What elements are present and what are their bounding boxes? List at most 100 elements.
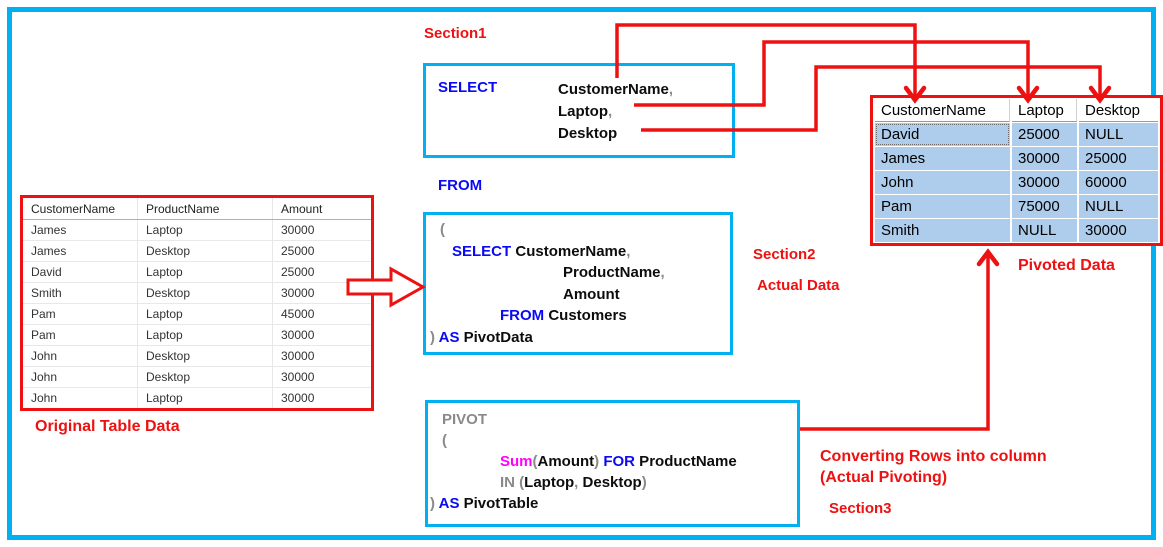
- pivoted-data-label: Pivoted Data: [1018, 257, 1115, 274]
- section1-box: SELECT CustomerName,Laptop,Desktop: [423, 63, 735, 158]
- table-cell: 45000: [272, 303, 373, 325]
- section3-label: Section3: [829, 500, 892, 517]
- table-cell: Laptop: [137, 324, 273, 346]
- code-segment: FROM: [500, 307, 545, 324]
- table-cell: Laptop: [137, 261, 273, 283]
- table-cell: Smith: [21, 282, 138, 304]
- table-cell: 30000: [272, 219, 373, 241]
- code-segment: Amount: [563, 285, 620, 303]
- outer-border: [7, 7, 1156, 540]
- table-cell: 30000: [1079, 219, 1158, 242]
- code-line: SELECT CustomerName,: [426, 241, 730, 263]
- code-segment: Desktop: [582, 474, 642, 491]
- code-segment: AS: [438, 495, 460, 512]
- table-cell: Laptop: [137, 387, 273, 410]
- table-cell: 30000: [272, 345, 373, 367]
- code-line: ) AS PivotTable: [428, 493, 797, 514]
- code-segment: ,: [608, 103, 613, 120]
- code-segment: Laptop: [524, 474, 575, 491]
- actual-data-label: Actual Data: [757, 277, 840, 294]
- column-header: Laptop: [1012, 99, 1077, 122]
- code-line: Sum(Amount) FOR ProductName: [428, 451, 797, 472]
- code-line: FROM Customers: [426, 305, 730, 327]
- table-cell: James: [21, 240, 138, 262]
- code-segment: IN: [500, 474, 520, 491]
- code-segment: (: [442, 432, 447, 449]
- code-line: Laptop,: [558, 101, 673, 123]
- table-cell: John: [875, 171, 1010, 194]
- select-keyword: SELECT: [438, 79, 498, 96]
- actual-pivoting-label: (Actual Pivoting): [820, 469, 948, 486]
- code-segment: Amount: [537, 453, 595, 470]
- code-line: PIVOT: [428, 409, 797, 430]
- table-cell: Pam: [875, 195, 1010, 218]
- code-segment: Sum: [500, 453, 533, 470]
- table-cell: John: [21, 366, 138, 388]
- code-line: Desktop: [558, 123, 673, 145]
- code-line: (: [426, 219, 730, 241]
- table-cell: 30000: [272, 366, 373, 388]
- code-segment: ,: [668, 81, 674, 98]
- code-line: CustomerName,: [558, 79, 673, 101]
- code-segment: ): [641, 474, 647, 491]
- code-line: (: [428, 430, 797, 451]
- table-cell: Desktop: [137, 282, 273, 304]
- table-cell: 30000: [272, 282, 373, 304]
- code-segment: Desktop: [558, 125, 618, 142]
- table-cell: Laptop: [137, 219, 273, 241]
- section1-columns: CustomerName,Laptop,Desktop: [558, 79, 673, 145]
- table-cell: 25000: [272, 261, 373, 283]
- table-cell: 25000: [272, 240, 373, 262]
- code-segment: SELECT: [452, 242, 512, 260]
- table-cell: 25000: [1012, 123, 1077, 146]
- table-cell: Laptop: [137, 303, 273, 325]
- code-segment: Customers: [544, 307, 627, 324]
- table-cell: NULL: [1079, 123, 1158, 146]
- table-cell: Desktop: [137, 366, 273, 388]
- column-header: ProductName: [137, 196, 273, 220]
- table-cell: 30000: [272, 324, 373, 346]
- table-cell: 25000: [1079, 147, 1158, 170]
- code-line: ProductName,: [426, 262, 730, 284]
- table-cell: David: [875, 123, 1010, 146]
- table-cell: John: [21, 387, 138, 410]
- column-header: Desktop: [1079, 99, 1158, 122]
- code-segment: ,: [660, 264, 665, 281]
- code-segment: PIVOT: [442, 411, 488, 428]
- code-segment: PivotData: [459, 328, 533, 346]
- code-segment: CustomerName: [558, 81, 669, 98]
- column-header: CustomerName: [875, 99, 1010, 122]
- table-cell: 30000: [272, 387, 373, 410]
- code-segment: (: [519, 474, 525, 491]
- table-cell: NULL: [1012, 219, 1077, 242]
- code-segment: FOR: [603, 453, 636, 470]
- code-segment: CustomerName: [511, 242, 627, 260]
- table-cell: John: [21, 345, 138, 367]
- converting-rows-label: Converting Rows into column: [820, 448, 1047, 465]
- code-segment: PivotTable: [459, 495, 539, 512]
- column-header: Amount: [272, 196, 373, 220]
- code-segment: ProductName: [635, 453, 737, 470]
- original-table-label: Original Table Data: [35, 418, 180, 435]
- table-cell: Pam: [21, 303, 138, 325]
- table-cell: Desktop: [137, 240, 273, 262]
- code-segment: ): [430, 328, 439, 346]
- code-segment: (: [440, 221, 445, 238]
- code-segment: ): [430, 495, 439, 512]
- code-segment: (: [532, 453, 538, 470]
